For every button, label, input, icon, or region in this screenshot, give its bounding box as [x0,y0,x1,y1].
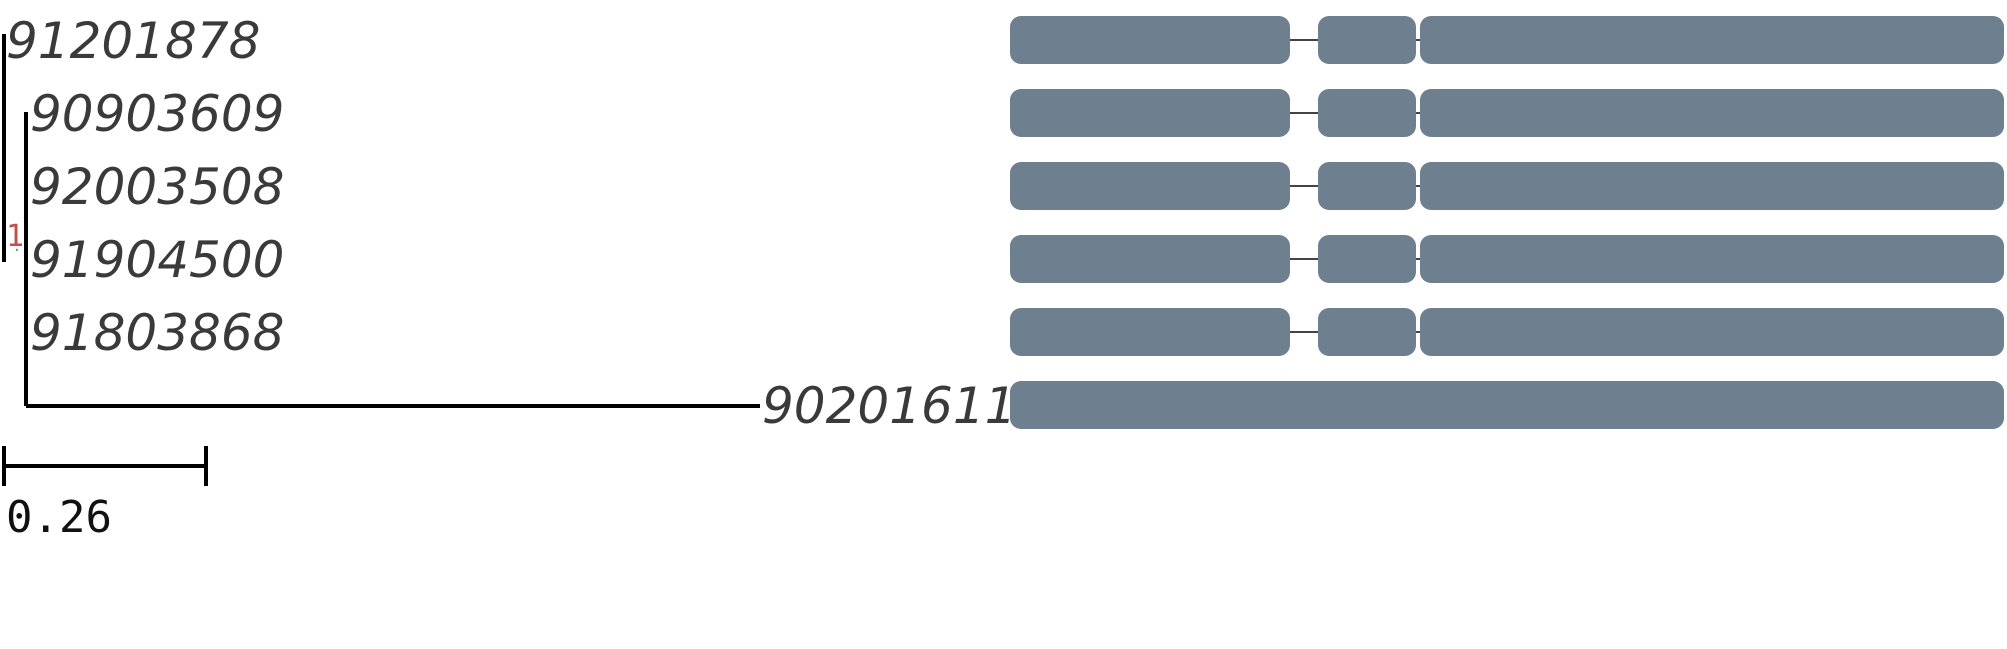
support-value: 1 [6,219,24,254]
scale-bar [2,446,208,486]
domain-block [1318,308,1416,356]
domain-track-row [1010,162,2004,210]
scale-bar-label: 0.26 [6,492,112,543]
domain-block [1010,89,1290,137]
domain-track-row [1010,308,2004,356]
domain-track-row [1010,235,2004,283]
domain-track-row [1010,16,2004,64]
leaf-labels: 91201878 90903609 92003508 91904500 9180… [6,12,1017,435]
domain-block [1318,16,1416,64]
domain-block [1318,89,1416,137]
tree-branches [2,34,760,408]
domain-track-row [1010,381,2004,429]
domain-block [1318,235,1416,283]
leaf-label: 91201878 [6,12,261,70]
domain-track-row [1010,89,2004,137]
domain-block [1010,162,1290,210]
leaf-label: 90903609 [30,85,285,143]
domain-block [1010,16,1290,64]
domain-block [1420,235,2004,283]
domain-block [1318,162,1416,210]
domain-block [1420,16,2004,64]
domain-tracks [1010,16,2004,429]
leaf-label: 90201611 [762,377,1017,435]
domain-block [1420,162,2004,210]
domain-block [1010,381,2004,429]
leaf-label: 91803868 [30,304,285,362]
domain-block [1420,308,2004,356]
leaf-label: 92003508 [30,158,285,216]
domain-block [1420,89,2004,137]
domain-block [1010,308,1290,356]
domain-block [1010,235,1290,283]
support-dot: · [14,240,20,261]
leaf-label: 91904500 [30,231,285,289]
